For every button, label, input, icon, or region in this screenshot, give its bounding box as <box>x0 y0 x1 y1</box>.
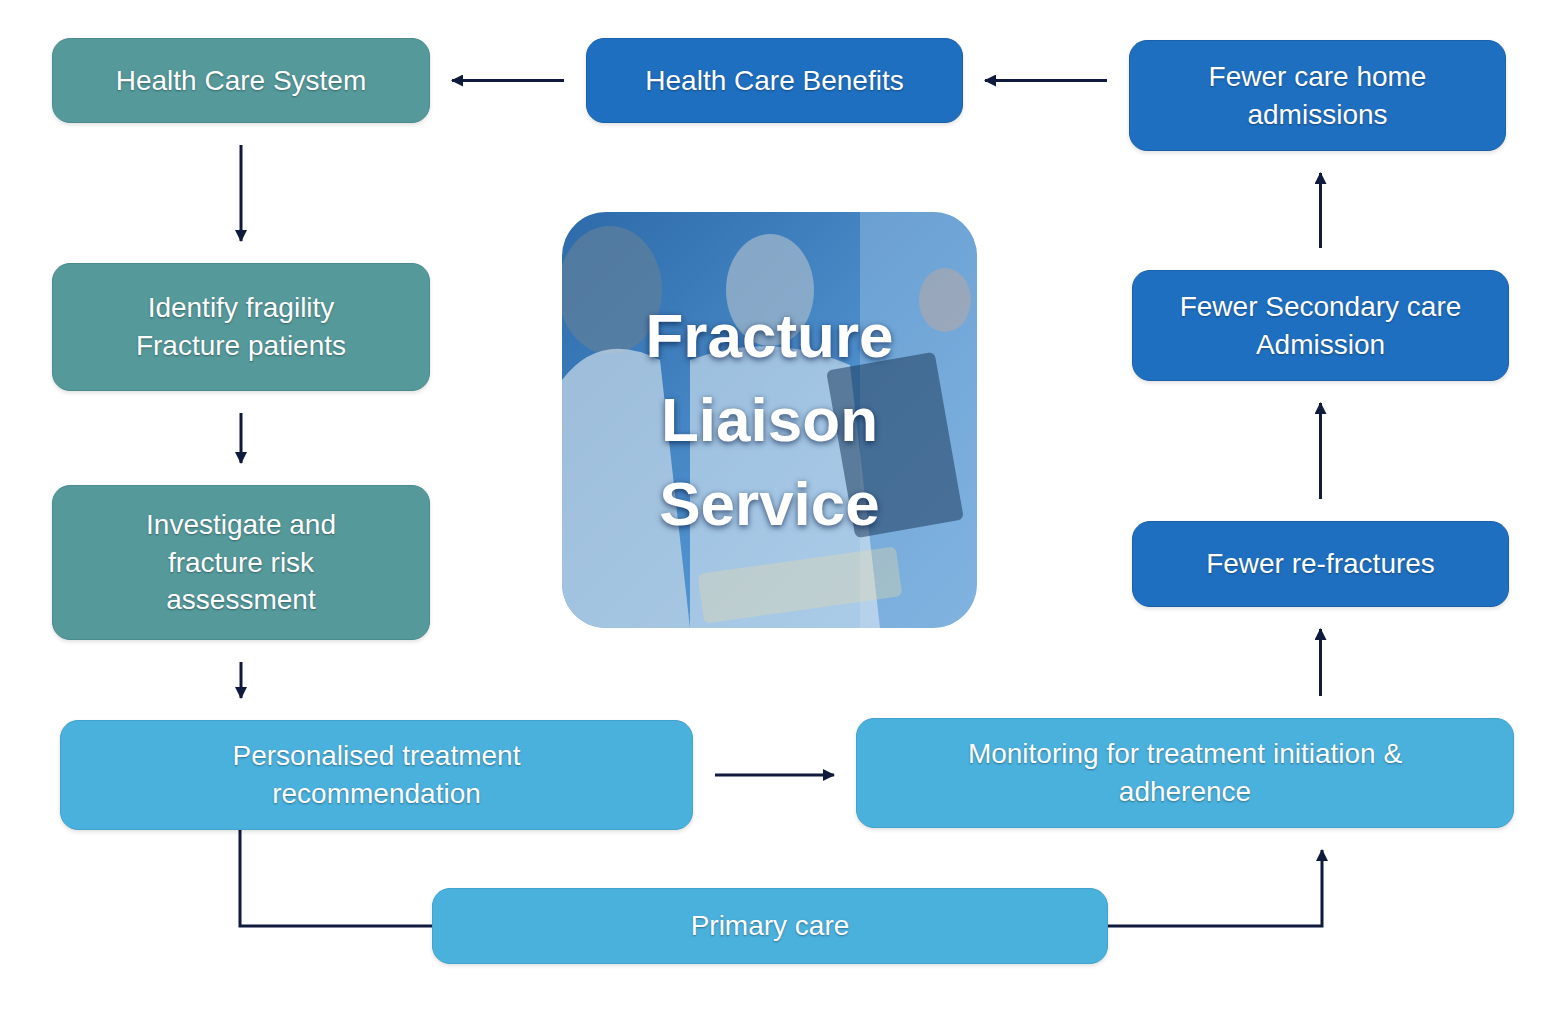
node-label: Health Care Benefits <box>645 62 903 100</box>
care-box: Primary care <box>432 888 1108 964</box>
outcome-box: Fewer care home admissions <box>1129 40 1506 151</box>
flow-arrow <box>240 145 243 241</box>
flow-arrow <box>1319 173 1322 248</box>
process-box: Personalised treatment recommendation <box>60 720 693 830</box>
process-box: Investigate and fracture risk assessment <box>52 485 430 640</box>
node-label: Fewer Secondary care Admission <box>1161 288 1481 363</box>
system-box: Health Care System <box>52 38 430 123</box>
flow-arrow <box>985 79 1107 82</box>
flow-arrow <box>240 830 432 926</box>
flow-arrow <box>452 79 564 82</box>
process-box: Monitoring for treatment initiation & ad… <box>856 718 1514 828</box>
flow-arrow <box>240 662 243 698</box>
benefit-box: Health Care Benefits <box>586 38 963 123</box>
outcome-box: Fewer re-fractures <box>1132 521 1509 607</box>
node-label: Investigate and fracture risk assessment <box>126 506 356 619</box>
flow-arrow <box>240 413 243 463</box>
flow-arrow <box>1319 403 1322 499</box>
node-label: Fewer care home admissions <box>1188 58 1448 133</box>
outcome-box: Fewer Secondary care Admission <box>1132 270 1509 381</box>
flow-arrow <box>1319 629 1322 696</box>
center-title-box: Fracture Liaison Service <box>562 212 977 628</box>
node-label: Fracture Liaison Service <box>620 294 920 546</box>
node-label: Personalised treatment recommendation <box>212 737 542 812</box>
node-label: Fewer re-fractures <box>1206 545 1435 583</box>
node-label: Primary care <box>691 907 850 945</box>
flow-arrow <box>715 774 834 777</box>
node-label: Identify fragility Fracture patients <box>111 289 371 364</box>
node-label: Monitoring for treatment initiation & ad… <box>965 735 1405 810</box>
process-box: Identify fragility Fracture patients <box>52 263 430 391</box>
flow-arrow <box>1108 850 1322 926</box>
node-label: Health Care System <box>116 62 367 100</box>
